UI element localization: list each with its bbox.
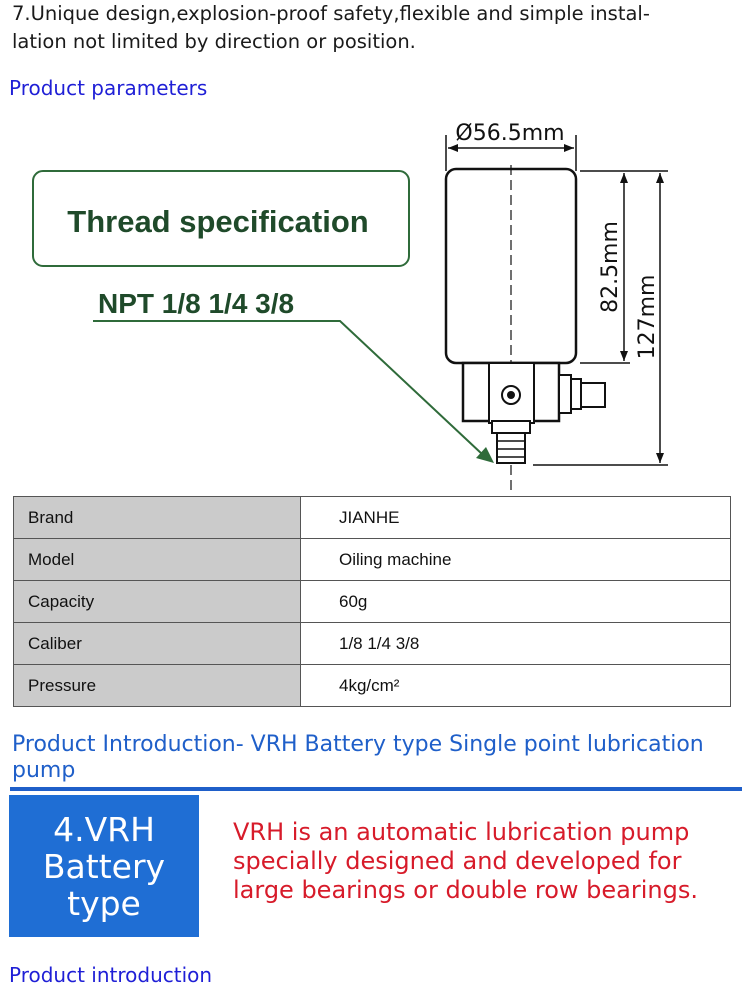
technical-drawing: Thread specification NPT 1/8 1/4 3/8 Ø56… [32, 121, 668, 490]
spec-table: Brand JIANHE Model Oiling machine Capaci… [13, 496, 731, 707]
spec-value-capacity: 60g [300, 580, 731, 623]
thread-spec-label: Thread specification [67, 204, 368, 239]
heading-divider [10, 787, 742, 791]
intro-line-2: lation not limited by direction or posit… [12, 30, 416, 53]
spec-key-caliber: Caliber [13, 622, 301, 665]
intro-paragraph: 7.Unique design,explosion-proof safety,f… [12, 0, 747, 56]
product-introduction-heading: Product Introduction- VRH Battery type S… [12, 732, 704, 783]
table-row: Caliber 1/8 1/4 3/8 [13, 622, 731, 665]
npt-label: NPT 1/8 1/4 3/8 [98, 288, 294, 319]
body-height-dimension: 82.5mm [598, 221, 623, 313]
intro-line-1: 7.Unique design,explosion-proof safety,f… [12, 2, 650, 25]
table-row: Model Oiling machine [13, 538, 731, 581]
thread-spec-box [32, 170, 410, 267]
vrh-battery-type-box: 4.VRH Battery type [9, 795, 199, 937]
table-row: Pressure 4kg/cm² [13, 664, 731, 707]
spec-key-capacity: Capacity [13, 580, 301, 623]
product-introduction-subheading: Product introduction [9, 963, 213, 987]
spec-value-caliber: 1/8 1/4 3/8 [300, 622, 731, 665]
box-line-1: 4.VRH [53, 809, 155, 849]
spec-value-pressure: 4kg/cm² [300, 664, 731, 707]
table-row: Capacity 60g [13, 580, 731, 623]
spec-key-pressure: Pressure [13, 664, 301, 707]
product-parameters-heading: Product parameters [9, 76, 208, 100]
spec-key-brand: Brand [13, 496, 301, 539]
vrh-description: VRH is an automatic lubrication pump spe… [233, 818, 698, 904]
box-line-2: Battery [42, 846, 166, 886]
spec-value-model: Oiling machine [300, 538, 731, 581]
spec-value-brand: JIANHE [300, 496, 731, 539]
total-height-dimension: 127mm [635, 275, 660, 360]
box-line-3: type [67, 883, 141, 923]
leader-line [93, 320, 483, 455]
diameter-dimension: Ø56.5mm [455, 121, 564, 146]
spec-key-model: Model [13, 538, 301, 581]
table-row: Brand JIANHE [13, 496, 731, 539]
leader-arrowhead [476, 447, 494, 463]
